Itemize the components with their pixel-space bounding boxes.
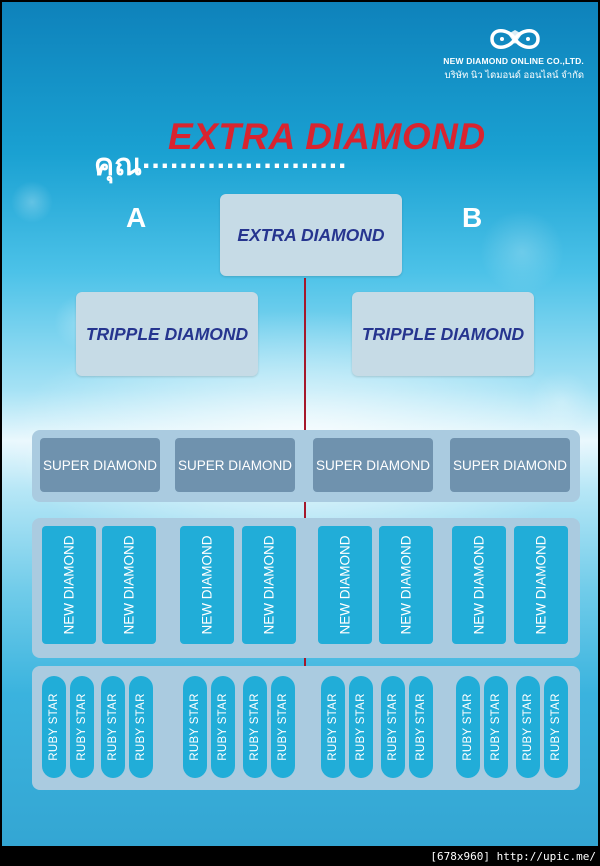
node-ruby-star: RUBY STAR — [70, 676, 94, 778]
node-label: SUPER DIAMOND — [177, 457, 292, 473]
greeting-prefix: คุณ — [94, 149, 142, 182]
node-tripple-diamond-a: TRIPPLE DIAMOND — [76, 292, 258, 376]
node-label: RUBY STAR — [135, 693, 147, 761]
node-label: RUBY STAR — [550, 693, 562, 761]
name-blank-dots: ...................... — [142, 142, 348, 175]
node-label: RUBY STAR — [249, 693, 261, 761]
node-label: NEW DIAMOND — [533, 535, 549, 635]
node-ruby-star: RUBY STAR — [42, 676, 66, 778]
image-host-watermark: [678x960] http://upic.me/ — [430, 850, 596, 863]
side-label-a: A — [126, 202, 147, 233]
node-new-diamond: NEW DIAMOND — [242, 526, 296, 644]
node-label: RUBY STAR — [48, 693, 60, 761]
node-label: RUBY STAR — [522, 693, 534, 761]
node-label: RUBY STAR — [76, 693, 88, 761]
node-label: RUBY STAR — [189, 693, 201, 761]
node-ruby-star: RUBY STAR — [516, 676, 540, 778]
node-super-diamond: SUPER DIAMOND — [175, 438, 295, 492]
node-label: RUBY STAR — [277, 693, 289, 761]
node-label: NEW DIAMOND — [61, 535, 77, 635]
node-ruby-star: RUBY STAR — [271, 676, 295, 778]
node-label: TRIPPLE DIAMOND — [361, 323, 525, 344]
node-super-diamond: SUPER DIAMOND — [450, 438, 570, 492]
root-node-label: EXTRA DIAMOND — [237, 224, 385, 245]
root-node-extra-diamond: EXTRA DIAMOND — [220, 194, 402, 276]
node-new-diamond: NEW DIAMOND — [514, 526, 568, 644]
node-super-diamond: SUPER DIAMOND — [40, 438, 160, 492]
node-label: RUBY STAR — [107, 693, 119, 761]
node-label: NEW DIAMOND — [471, 535, 487, 635]
node-label: SUPER DIAMOND — [42, 457, 157, 473]
node-label: RUBY STAR — [415, 693, 427, 761]
node-new-diamond: NEW DIAMOND — [102, 526, 156, 644]
node-ruby-star: RUBY STAR — [183, 676, 207, 778]
node-ruby-star: RUBY STAR — [211, 676, 235, 778]
poster-background: NEW DIAMOND ONLINE CO.,LTD. บริษัท นิว ไ… — [2, 2, 598, 846]
node-label: RUBY STAR — [355, 693, 367, 761]
node-new-diamond: NEW DIAMOND — [379, 526, 433, 644]
node-label: NEW DIAMOND — [121, 535, 137, 635]
node-ruby-star: RUBY STAR — [321, 676, 345, 778]
node-ruby-star: RUBY STAR — [484, 676, 508, 778]
infinity-diamond-logo-icon — [490, 29, 540, 49]
node-label: RUBY STAR — [462, 693, 474, 761]
node-label: NEW DIAMOND — [398, 535, 414, 635]
node-label: RUBY STAR — [217, 693, 229, 761]
node-label: RUBY STAR — [490, 693, 502, 761]
node-label: SUPER DIAMOND — [315, 457, 430, 473]
node-super-diamond: SUPER DIAMOND — [313, 438, 433, 492]
footer-strip: [678x960] http://upic.me/ — [0, 846, 600, 866]
node-new-diamond: NEW DIAMOND — [452, 526, 506, 644]
node-ruby-star: RUBY STAR — [349, 676, 373, 778]
node-ruby-star: RUBY STAR — [129, 676, 153, 778]
node-label: NEW DIAMOND — [199, 535, 215, 635]
node-ruby-star: RUBY STAR — [456, 676, 480, 778]
node-label: NEW DIAMOND — [261, 535, 277, 635]
node-new-diamond: NEW DIAMOND — [180, 526, 234, 644]
node-tripple-diamond-b: TRIPPLE DIAMOND — [352, 292, 534, 376]
node-label: RUBY STAR — [327, 693, 339, 761]
company-thai-name: บริษัท นิว ไดมอนด์ ออนไลน์ จำกัด — [444, 70, 584, 81]
node-label: SUPER DIAMOND — [452, 457, 567, 473]
node-new-diamond: NEW DIAMOND — [318, 526, 372, 644]
node-ruby-star: RUBY STAR — [243, 676, 267, 778]
side-label-b: B — [462, 202, 483, 233]
node-label: TRIPPLE DIAMOND — [85, 323, 249, 344]
node-label: RUBY STAR — [387, 693, 399, 761]
node-new-diamond: NEW DIAMOND — [42, 526, 96, 644]
rank-title: EXTRA DIAMOND — [168, 116, 486, 157]
node-ruby-star: RUBY STAR — [101, 676, 125, 778]
company-name: NEW DIAMOND ONLINE CO.,LTD. — [443, 56, 584, 66]
node-ruby-star: RUBY STAR — [544, 676, 568, 778]
node-ruby-star: RUBY STAR — [381, 676, 405, 778]
node-label: NEW DIAMOND — [337, 535, 353, 635]
node-ruby-star: RUBY STAR — [409, 676, 433, 778]
